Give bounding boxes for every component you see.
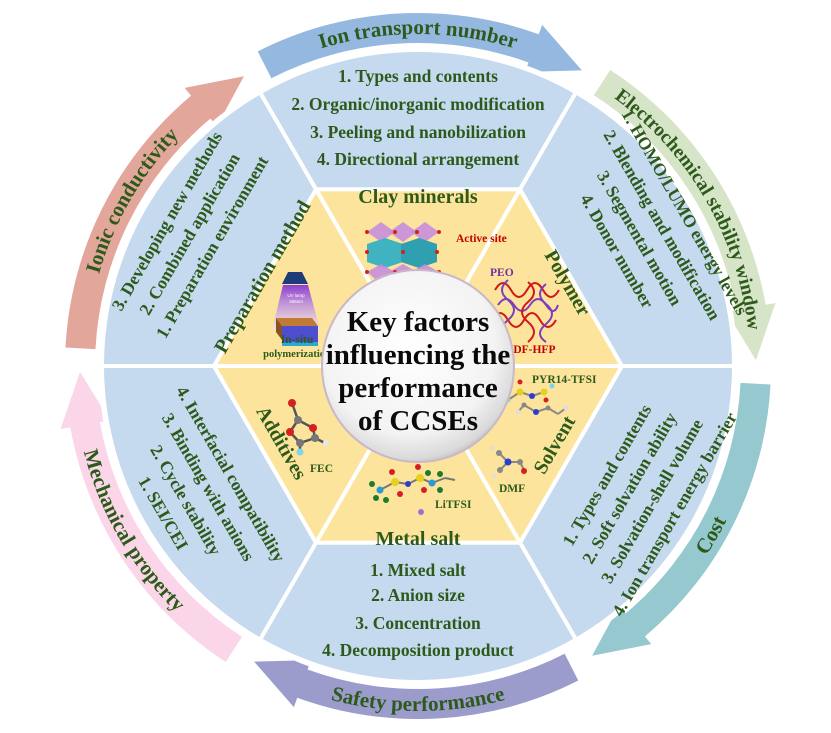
center-title-line-3: performance — [338, 372, 498, 404]
arrow-shape — [254, 653, 579, 720]
uv-polymerization-icon — [272, 272, 320, 346]
sector-clay-minerals — [258, 48, 578, 192]
center-title-line-4: of CCSEs — [358, 405, 478, 437]
sector-solvent — [518, 364, 736, 642]
arrow-shape — [65, 76, 244, 350]
sector-metal-salt — [258, 540, 578, 684]
center-title-line-1: Key factors — [347, 306, 490, 338]
sector-item: 3. Concentration — [355, 613, 481, 633]
dmf-label: DMF — [499, 483, 525, 495]
sector-item: 2. Organic/inorganic modification — [291, 94, 545, 114]
sector-item: 1. Mixed salt — [370, 560, 466, 580]
active-site-label: Active site — [456, 233, 507, 245]
arrow-shape — [257, 13, 582, 79]
in-situ-label: In-situ — [281, 334, 314, 346]
hex-title-metal-salt: Metal salt — [376, 528, 461, 550]
arrow-shape — [592, 382, 771, 656]
sector-item: 1. Types and contents — [338, 66, 498, 86]
litfsi-label: LiTFSI — [435, 499, 472, 511]
pyr14-tfsi-label: PYR14-TFSI — [532, 374, 597, 386]
arrow-shape — [593, 69, 776, 361]
sector-polymer — [518, 90, 736, 368]
uv-lamp-label: UV lamp — [287, 293, 305, 298]
center-title-line-2: influencing the — [326, 339, 511, 371]
arrow-shape — [60, 371, 243, 663]
sector-preparation-method — [100, 90, 318, 368]
sector-item: 2. Anion size — [371, 585, 465, 605]
uv-wavelength-label: 365nm — [289, 299, 303, 304]
fec-label: FEC — [310, 463, 333, 475]
polymerization-label: polymerization — [263, 349, 331, 360]
sector-item: 4. Directional arrangement — [317, 149, 520, 169]
sector-additives — [100, 364, 318, 642]
sector-item: 4. Decomposition product — [322, 640, 514, 660]
sector-item: 3. Peeling and nanobilization — [310, 122, 526, 142]
center-badge: Key factors influencing the performance … — [321, 269, 515, 463]
hex-title-clay-minerals: Clay minerals — [358, 186, 478, 208]
peo-label: PEO — [490, 267, 514, 279]
